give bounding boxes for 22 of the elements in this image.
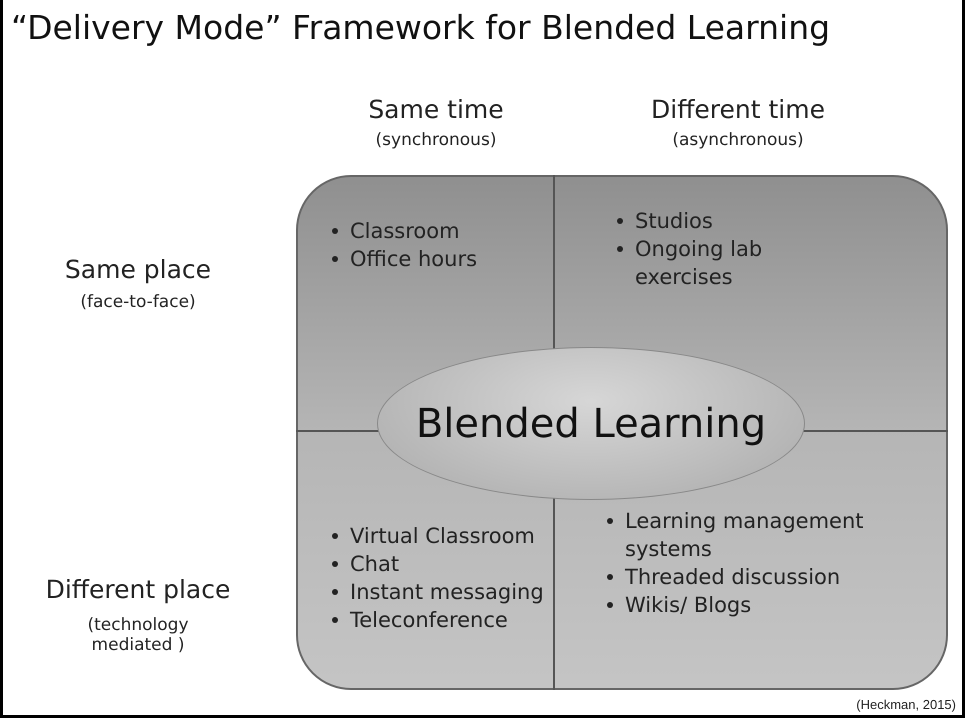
bullet-item: Instant messaging — [350, 579, 544, 606]
center-ellipse: Blended Learning — [377, 347, 805, 500]
title: “Delivery Mode” Framework for Blended Learning — [11, 8, 830, 47]
bullet-item: Classroom — [350, 218, 460, 245]
row-header: Different place — [44, 575, 232, 604]
bullet-item: Chat — [350, 551, 400, 578]
bullet-item: Studios — [635, 208, 713, 235]
column-subheader: (synchronous) — [374, 130, 498, 150]
column-header: Different time — [650, 95, 826, 124]
bullet-item: Virtual Classroom — [350, 523, 535, 550]
matrix-box — [296, 175, 948, 690]
bullet-item: Teleconference — [350, 607, 508, 634]
row-header: Same place — [64, 255, 212, 284]
row-subheader: (technology mediated ) — [86, 615, 190, 655]
row-subheader: (face-to-face) — [79, 292, 197, 312]
column-header: Same time — [367, 95, 505, 124]
bullet-item: Office hours — [350, 246, 478, 273]
bullet-item: Learning management systems — [625, 508, 865, 563]
bullet-item: Wikis/ Blogs — [625, 592, 752, 619]
column-subheader: (asynchronous) — [671, 130, 805, 150]
bullet-item: Threaded discussion — [625, 564, 840, 591]
bullet-item: Ongoing lab exercises — [635, 236, 764, 291]
